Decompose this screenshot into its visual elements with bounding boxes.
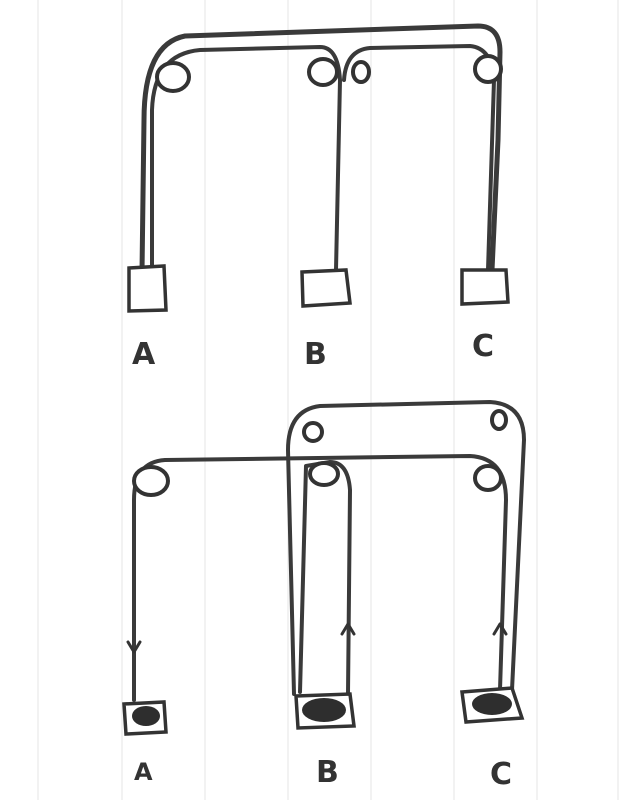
bottom-rope-a-c — [132, 454, 508, 702]
bottom-label-a: A — [134, 758, 153, 786]
arrow-up-b — [340, 622, 356, 636]
bottom-rope-outer — [286, 400, 526, 696]
top-pulley-a — [155, 61, 191, 93]
top-rope-outer — [139, 23, 503, 275]
bottom-label-b: B — [316, 755, 339, 790]
bottom-label-c: C — [490, 757, 512, 792]
bottom-diagram: A B C — [122, 400, 526, 792]
bottom-pulley-c — [473, 464, 503, 492]
bottom-pulley-c-upper — [490, 409, 508, 431]
top-pulley-b2 — [351, 60, 371, 84]
top-pulley-b — [307, 57, 339, 87]
top-weight-b — [300, 268, 352, 308]
bottom-pulley-a — [132, 465, 170, 497]
top-label-c: C — [472, 329, 494, 364]
top-diagram: A B C — [127, 23, 510, 372]
bottom-rope-b — [298, 460, 352, 696]
bottom-pulley-b — [308, 461, 340, 487]
top-pulley-c — [473, 54, 503, 84]
top-label-b: B — [304, 337, 327, 372]
top-weight-a — [127, 264, 168, 313]
bottom-weight-c — [460, 686, 525, 724]
arrow-down-a — [126, 640, 142, 654]
arrow-up-c — [492, 622, 508, 636]
bottom-pulley-b-upper — [302, 421, 324, 443]
paper-rules — [37, 0, 619, 800]
top-label-a: A — [132, 337, 156, 372]
top-weight-c — [460, 268, 510, 306]
bottom-weight-b — [294, 692, 356, 730]
top-rope-inner-a — [150, 45, 342, 274]
bottom-weight-a — [122, 700, 168, 736]
